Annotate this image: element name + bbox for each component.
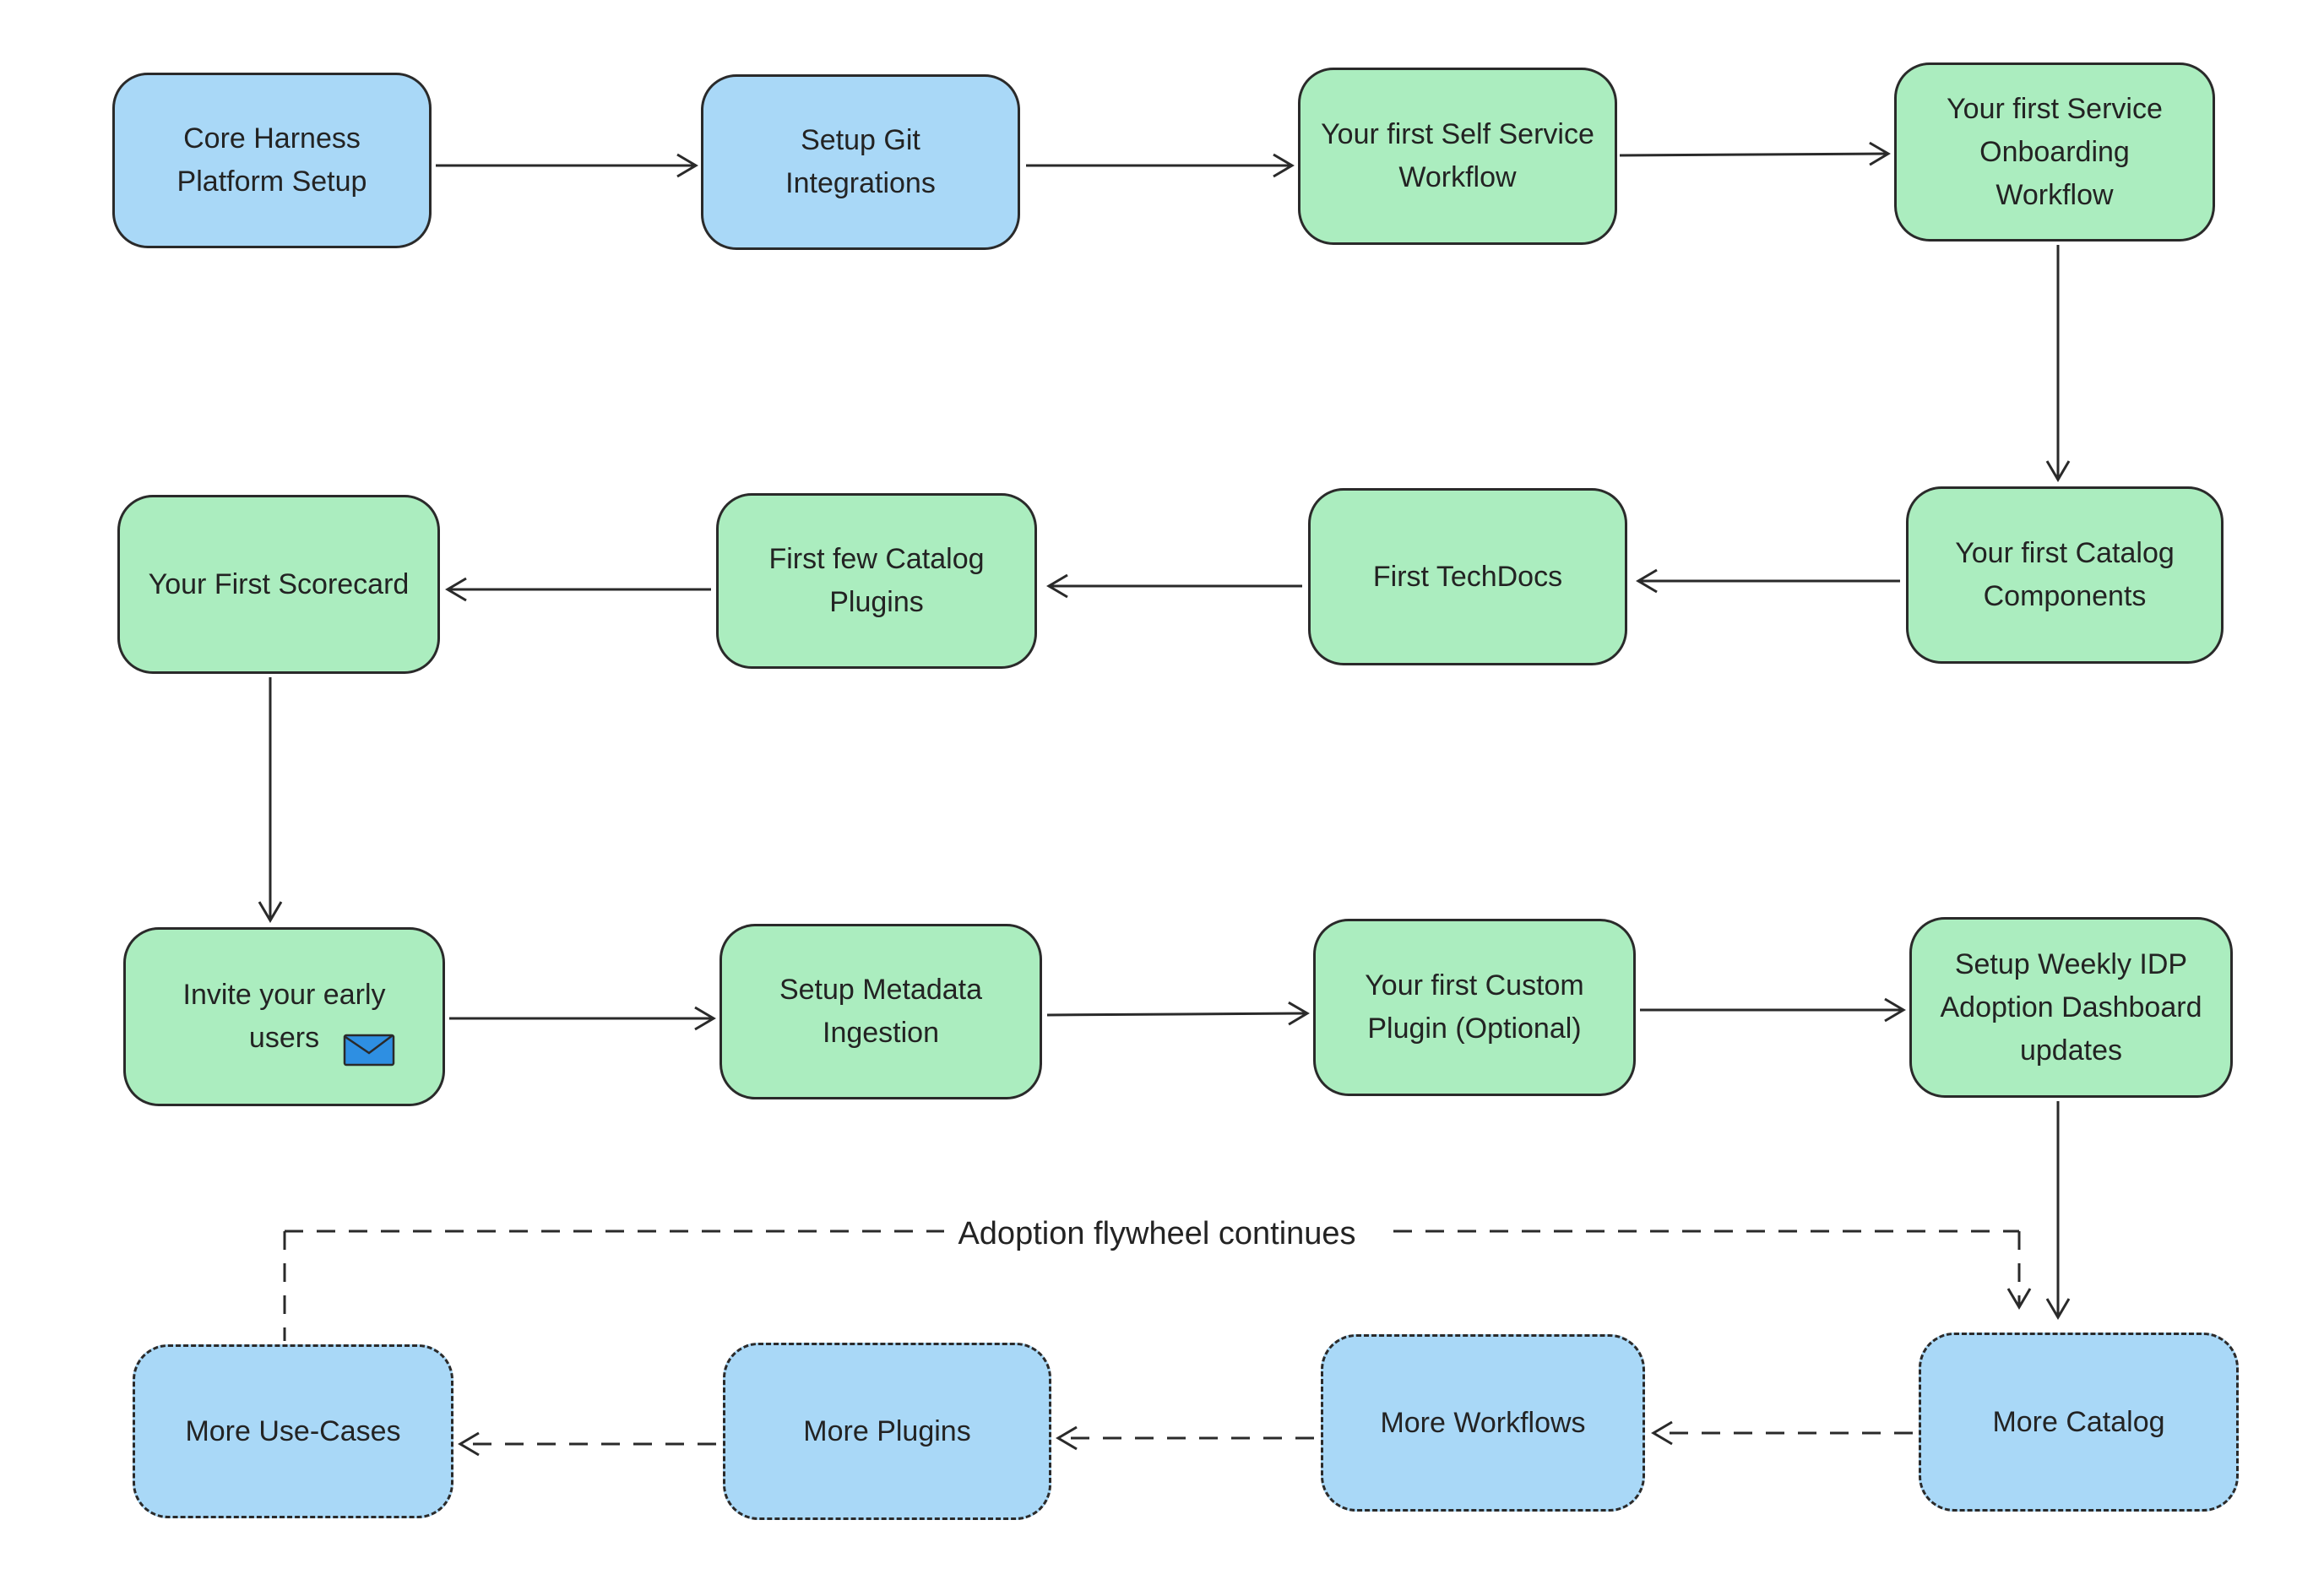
node-invite-early-users: Invite your early users (123, 927, 445, 1106)
node-first-few-catalog-plugins: First few Catalog Plugins (716, 493, 1037, 669)
flywheel-annotation: Adoption flywheel continues (958, 1216, 1356, 1251)
node-label: Setup Metadata Ingestion (779, 974, 983, 1049)
edge-selfservice-to-onboarding (1619, 141, 1891, 166)
node-label: Your first Self Service Workflow (1321, 118, 1594, 193)
node-label: More Plugins (803, 1414, 971, 1447)
node-label: Your first Custom Plugin (Optional) (1365, 969, 1584, 1045)
node-label: First TechDocs (1372, 560, 1563, 593)
node-first-custom-plugin: Your first Custom Plugin (Optional) (1313, 919, 1636, 1096)
node-first-techdocs: First TechDocs (1308, 488, 1627, 665)
node-more-workflows: More Workflows (1321, 1334, 1645, 1512)
node-label: Your first Catalog Components (1955, 537, 2175, 612)
node-label: More Workflows (1380, 1406, 1586, 1439)
node-more-use-cases: More Use-Cases (133, 1344, 453, 1518)
node-first-service-onboarding-workflow: Your first Service Onboarding Workflow (1894, 62, 2215, 242)
node-label: More Use-Cases (185, 1414, 401, 1447)
node-setup-metadata-ingestion: Setup Metadata Ingestion (719, 924, 1042, 1099)
edge-metadata-to-customplugin (1046, 1001, 1310, 1026)
node-more-plugins: More Plugins (723, 1343, 1051, 1520)
envelope-icon (343, 1034, 395, 1067)
node-weekly-idp-dashboard-updates: Setup Weekly IDP Adoption Dashboard upda… (1909, 917, 2233, 1098)
node-label: First few Catalog Plugins (768, 543, 985, 618)
node-label: Your first Service Onboarding Workflow (1947, 92, 2163, 211)
node-label: Setup Git Integrations (785, 124, 936, 199)
node-first-scorecard: Your First Scorecard (117, 495, 440, 674)
node-label: Core Harness Platform Setup (176, 122, 367, 198)
node-label: Your First Scorecard (148, 567, 410, 600)
node-label: More Catalog (1992, 1405, 2165, 1438)
node-label: Setup Weekly IDP Adoption Dashboard upda… (1940, 947, 2202, 1067)
node-more-catalog: More Catalog (1919, 1333, 2239, 1512)
node-first-catalog-components: Your first Catalog Components (1906, 486, 2224, 664)
node-setup-git-integrations: Setup Git Integrations (701, 74, 1020, 250)
node-label: Invite your early users (182, 979, 386, 1054)
node-core-harness-platform-setup: Core Harness Platform Setup (112, 73, 432, 248)
node-first-self-service-workflow: Your first Self Service Workflow (1298, 68, 1617, 245)
